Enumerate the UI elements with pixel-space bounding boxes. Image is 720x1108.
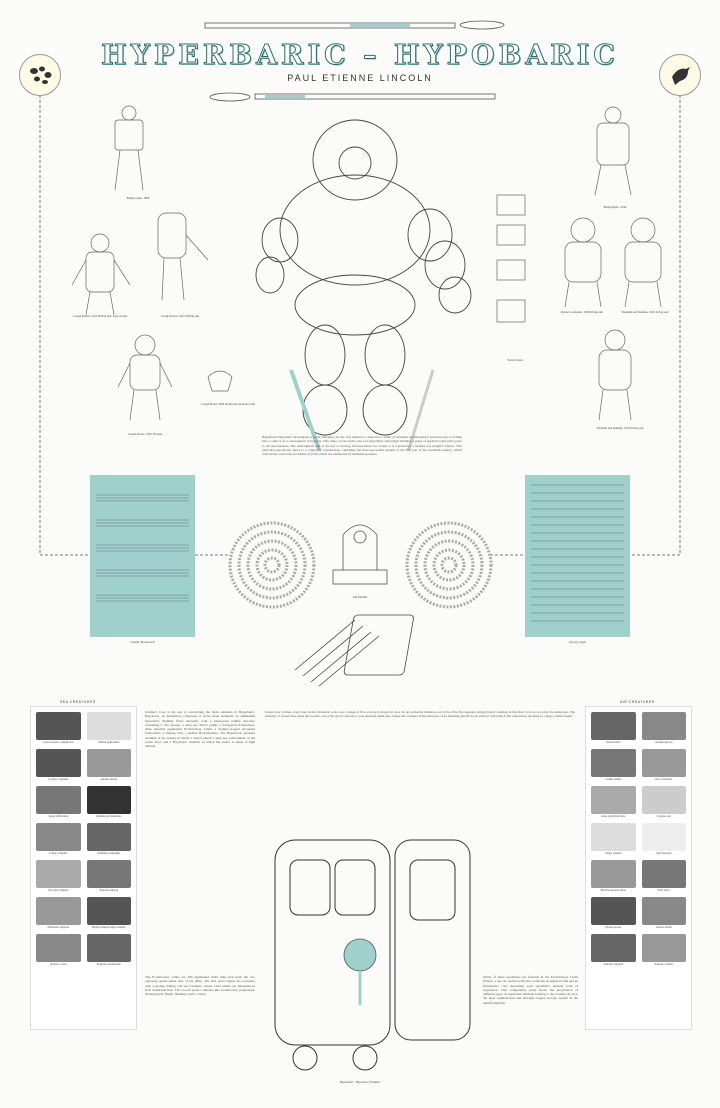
caption-monteverdi: Claudio Monteverdi [130,640,155,644]
sea-creatures-title: SEA CREATURES [60,700,96,704]
caption-mechanism: Mechanism [353,595,367,599]
caption-shoulder-joint: Joseph Peress 1930 diving suit shoulder … [200,402,256,406]
air-creature-10: Strix aluco [641,860,686,892]
seeds-icon [30,66,52,84]
poster-author: PAUL ETIENNE LINCOLN [287,73,433,83]
air-creature-3: Gallus gallus [591,749,636,781]
sea-creature-3: Cyanea capillata [36,749,81,781]
sea-creature-grid: Leucosolenia complicata Obelia geniculat… [31,707,136,971]
probe-instrument-top [204,20,505,30]
sea-creatures-panel: Leucosolenia complicata Obelia geniculat… [30,706,137,1030]
sea-creature-1: Leucosolenia complicata [36,712,81,744]
body-column-2: The Evolutionary Links are 300 segmented… [145,975,255,997]
air-creatures-title: AIR CREATURES [620,700,655,704]
sea-creature-4: Aurelia aurita [86,749,131,781]
bird-badge [659,54,701,96]
air-creature-13: Sturnus vulgaris [591,934,636,966]
atmospheric-diving-suit [255,119,472,450]
sea-creature-11: Homarus vulgaris [36,897,81,929]
music-staff-left [96,494,189,602]
caption-bathyscaphe: Bathyscaphe, 1839 [126,196,150,200]
air-creature-9: Phoenicopterus ruber [591,860,636,892]
air-creature-4: Pavo cristatus [641,749,686,781]
caption-neufeldt-right: Neufeldt and Kuhnke, 1923 diving suit [596,426,644,430]
sea-creature-14: Pagurus bernhardus [86,934,131,966]
air-creature-grid: Pteranodon Archaeopteryx Gallus gallus P… [586,707,691,971]
diving-suits-left [71,105,233,421]
sea-creature-9: Octopus vulgaris [36,860,81,892]
sea-creature-10: Asterias rubens [86,860,131,892]
evolution-spiral-right [405,521,493,609]
hyperbaric-chamber [274,839,471,1071]
joint-module [294,614,414,687]
body-column-4: Thirty of these specimens are featured i… [483,975,578,1005]
caption-bathysphere: Bathysphere, 1930 [603,205,627,209]
caption-peress-suit: Joseph Peress, 1925 Diving suit [160,314,200,318]
score-sheet-right [525,475,630,637]
poster-title: HYPERBARIC – HYPOBARIC [101,40,619,72]
air-creature-6: Cygnus olor [641,786,686,818]
caption-swivel-joints: Swivel joints [507,358,523,362]
body-column-1: Undine's Cave is the key to unravelling … [145,710,255,749]
evolution-spiral-left [228,521,316,609]
music-staff-right [531,484,624,622]
bird-icon [672,67,690,85]
air-creature-11: Upupa epops [591,897,636,929]
air-creature-7: Ardea cinerea [591,823,636,855]
caption-chamber: Hyperbaric / Hypobaric Chamber [339,1080,381,1084]
seeds-badge [19,54,61,96]
caption-tritonia: Joseph Peress, 1925 Tritonia [127,432,163,436]
sea-creature-6: Limulus polyphemus [86,786,131,818]
air-creature-8: Sula bassana [641,823,686,855]
sea-creature-13: Aplysia rosea [36,934,81,966]
sea-creature-8: Nautilus pompilius [86,823,131,855]
caption-peress-early: Joseph Peress, 1925 Diving suit, early m… [73,314,127,318]
air-creature-12: Alcedo atthis [641,897,686,929]
probe-instrument-bottom [209,92,496,102]
body-column-3: longer ever written, every note in the c… [265,710,575,719]
sea-creature-12: Hippocampus hippocampus [86,897,131,929]
sea-creature-5: Sepia officinalis [36,786,81,818]
caption-galeazzi-suit: Roberto Galeazzi, 1930 diving suit [561,310,603,314]
air-creature-14: Serinus canaria [641,934,686,966]
air-creatures-panel: Pteranodon Archaeopteryx Gallus gallus P… [585,706,692,1030]
air-creature-1: Pteranodon [591,712,636,744]
sea-creature-7: Loligo vulgaris [36,823,81,855]
caption-ligeti: Gyorgy Ligeti [568,640,587,644]
sea-creature-2: Obelia geniculata [86,712,131,744]
air-creature-2: Archaeopteryx [641,712,686,744]
caption-neufeldt-suit: Neufeldt and Kuhnke, 1923 diving suit [621,310,669,314]
air-creature-5: Anas platyrhynchos [591,786,636,818]
score-sheet-left [90,475,195,637]
diving-suits-right [496,106,662,421]
intro-paragraph: Hyperbaric-Hypobaric investigates a poet… [262,435,462,457]
pump-mechanism [332,524,388,585]
